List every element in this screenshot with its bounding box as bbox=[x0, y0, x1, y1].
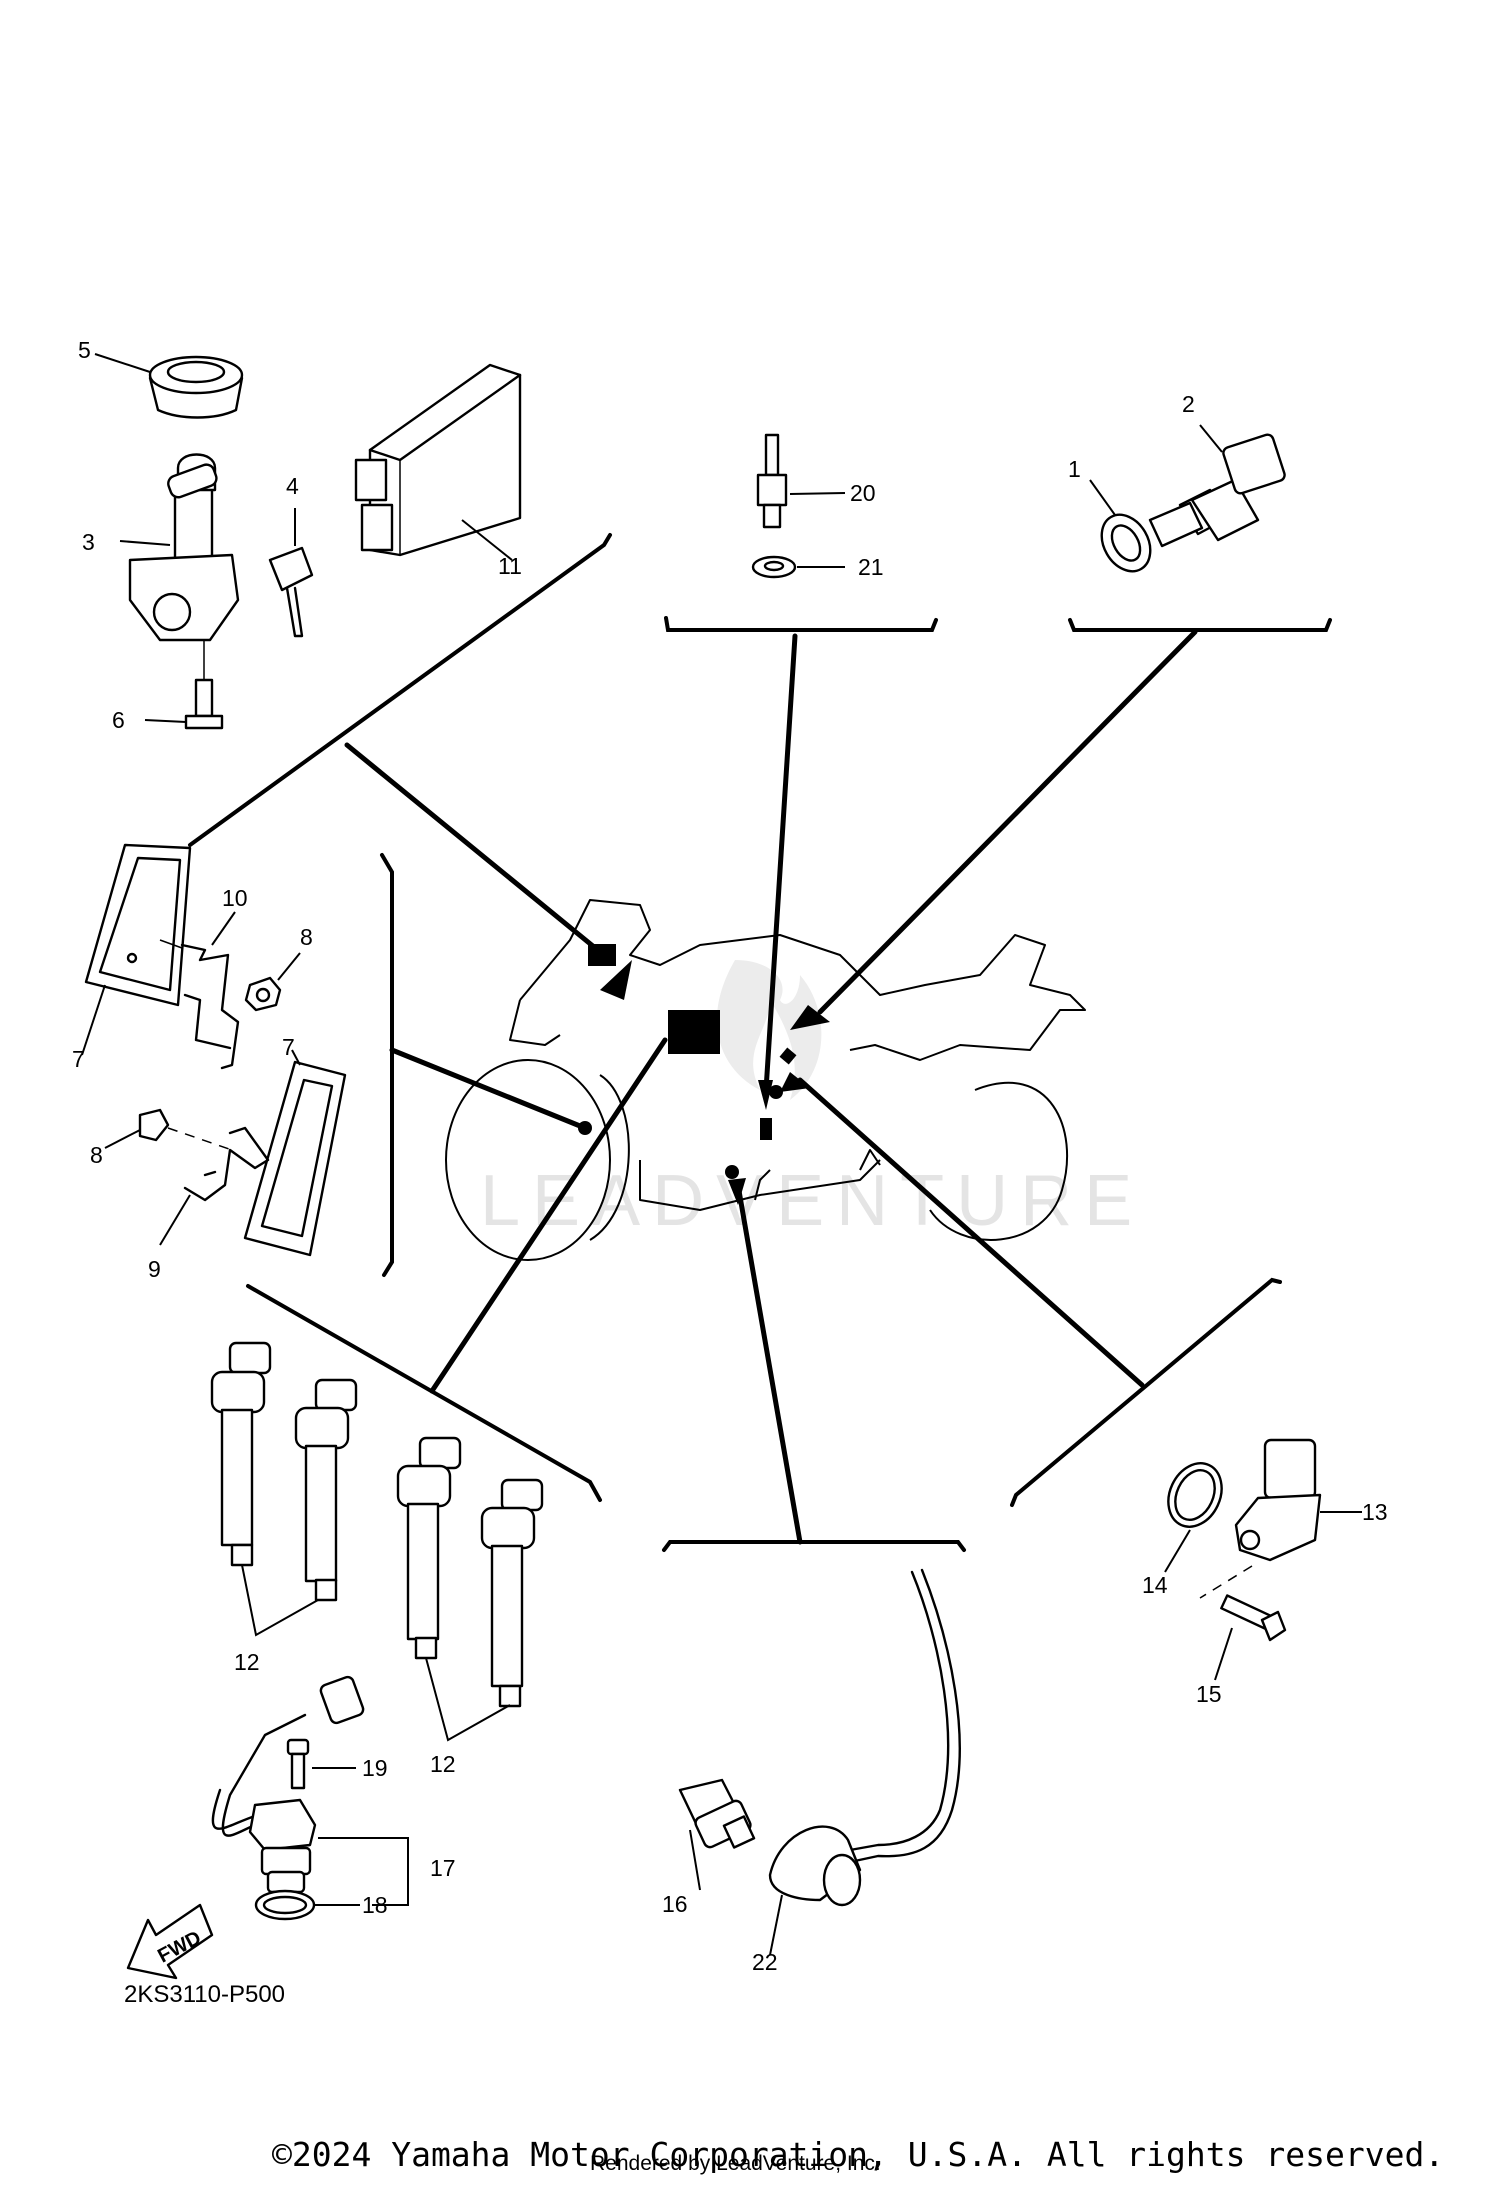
part-12-ignition-coils bbox=[210, 1341, 544, 1742]
callout-8b: 8 bbox=[90, 1142, 103, 1168]
ecu-location-mark bbox=[588, 944, 616, 966]
callout-5: 5 bbox=[78, 337, 91, 363]
part-5-cap bbox=[94, 353, 244, 419]
callout-1: 1 bbox=[1068, 456, 1081, 482]
callout-17: 17 bbox=[430, 1855, 456, 1881]
guide-lines bbox=[344, 629, 1198, 1545]
part-14-o-ring bbox=[1164, 1462, 1223, 1573]
part-1-gasket bbox=[1089, 479, 1152, 573]
part-7-reflector-lower bbox=[243, 1049, 347, 1257]
callout-12a: 12 bbox=[234, 1649, 260, 1675]
callout-11: 11 bbox=[498, 553, 522, 579]
part-7-reflector-upper bbox=[81, 843, 192, 1056]
part-2-temp-sensor bbox=[1148, 424, 1286, 548]
part-11-ecu bbox=[354, 363, 522, 561]
motorcycle-outline bbox=[445, 899, 1086, 1261]
part-8-nut-lower bbox=[104, 1108, 233, 1151]
arrowhead-plug bbox=[758, 1080, 773, 1110]
leadventure-watermark: LEADVENTURE bbox=[480, 960, 1132, 1241]
callout-20: 20 bbox=[850, 480, 876, 506]
callout-labels: 1 2 3 4 5 6 7 7 8 8 9 10 11 12 12 13 14 … bbox=[72, 337, 1388, 1975]
callout-4: 4 bbox=[286, 473, 299, 499]
callout-22: 22 bbox=[752, 1949, 778, 1975]
part-9-bracket bbox=[159, 1126, 270, 1246]
reflector-location-mark bbox=[578, 1121, 592, 1135]
callout-10: 10 bbox=[222, 885, 248, 911]
copyright-notice: ©2024 Yamaha Motor Corporation, U.S.A. A… bbox=[272, 2135, 1444, 2174]
fwd-arrow: FWD bbox=[126, 1903, 214, 1980]
oil-sw-location-mark bbox=[725, 1165, 739, 1179]
callout-6: 6 bbox=[112, 707, 125, 733]
group-brackets bbox=[188, 533, 1332, 1552]
diagram-code: 2KS3110-P500 bbox=[124, 1981, 285, 2008]
callout-15: 15 bbox=[1196, 1681, 1222, 1707]
coil-location-mark bbox=[668, 1010, 720, 1054]
rendered-by: Rendered by LeadVenture, Inc. bbox=[590, 2152, 881, 2175]
part-20-spark-plug bbox=[756, 433, 846, 529]
arrowhead-oil bbox=[728, 1178, 746, 1205]
plug-location-mark bbox=[760, 1118, 772, 1140]
callout-8a: 8 bbox=[300, 924, 313, 950]
callout-21: 21 bbox=[858, 554, 884, 580]
part-22-knock-sensor bbox=[768, 1568, 961, 1956]
part-13-crank-sensor bbox=[1234, 1438, 1362, 1562]
part-16-oil-pressure-switch bbox=[678, 1778, 756, 1891]
callout-7a: 7 bbox=[72, 1046, 85, 1072]
part-10-bracket bbox=[159, 911, 240, 1070]
part-18-o-ring bbox=[254, 1889, 360, 1921]
part-19-bolt bbox=[286, 1738, 356, 1790]
callout-14: 14 bbox=[1142, 1572, 1168, 1598]
callout-3: 3 bbox=[82, 529, 95, 555]
callout-19: 19 bbox=[362, 1755, 388, 1781]
part-3-main-switch bbox=[119, 453, 240, 642]
callout-9: 9 bbox=[148, 1256, 161, 1282]
part-17-speed-sensor bbox=[211, 1675, 409, 1906]
temp-location-mark bbox=[779, 1047, 797, 1065]
callout-12b: 12 bbox=[430, 1751, 456, 1777]
part-6-bolt bbox=[144, 640, 224, 730]
arrowhead-coil bbox=[600, 960, 632, 1000]
arrowhead-temp bbox=[790, 1005, 830, 1030]
part-15-bolt bbox=[1199, 1565, 1287, 1681]
callout-16: 16 bbox=[662, 1891, 688, 1917]
part-21-washer bbox=[751, 555, 845, 579]
callout-13: 13 bbox=[1362, 1499, 1388, 1525]
part-8-nut-upper bbox=[244, 952, 301, 1012]
crank-location-mark bbox=[769, 1085, 783, 1099]
callout-18: 18 bbox=[362, 1892, 388, 1918]
arrowhead-crank bbox=[780, 1072, 810, 1092]
callout-7b: 7 bbox=[282, 1034, 295, 1060]
callout-2: 2 bbox=[1182, 391, 1195, 417]
part-4-key bbox=[268, 508, 314, 638]
